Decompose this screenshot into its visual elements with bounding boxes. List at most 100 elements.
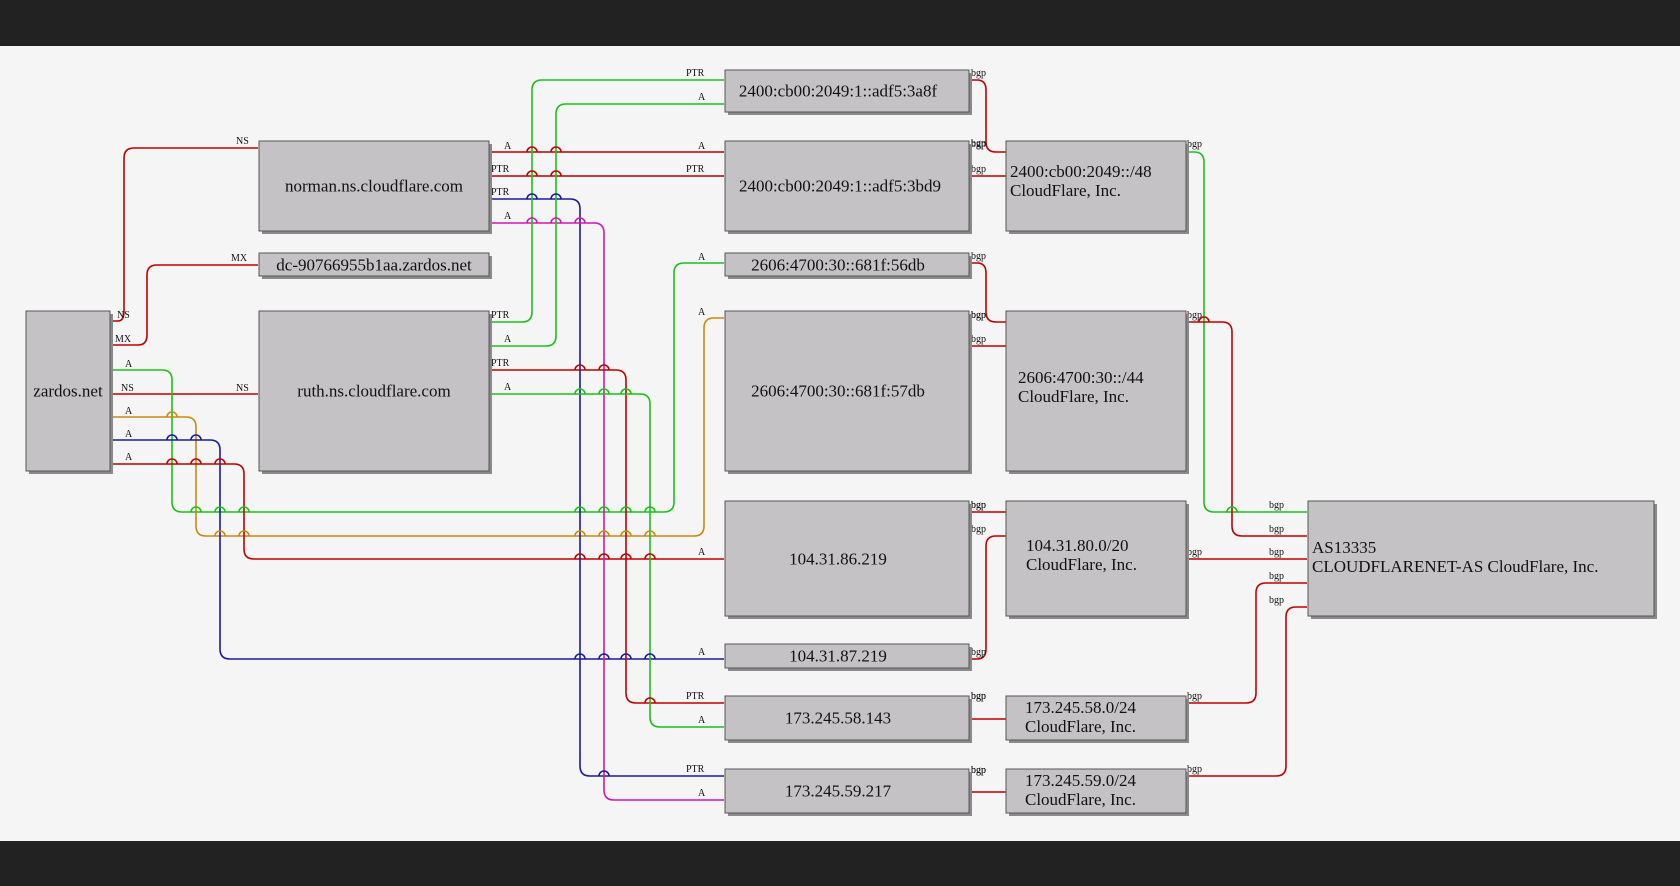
svg-text:A: A bbox=[125, 452, 133, 463]
node-net-2400[interactable]: 2400:cb00:2049::/48 CloudFlare, Inc. bbox=[1005, 140, 1189, 234]
edge-zardos-56db-a: A A bbox=[112, 252, 724, 513]
svg-text:CloudFlare, Inc.: CloudFlare, Inc. bbox=[1010, 181, 1121, 200]
svg-text:bgp: bgp bbox=[971, 500, 986, 511]
edge-ruth-58-ptr: PTR PTR bbox=[490, 358, 724, 704]
edge-56db-net2606-bgp: bgp bgp bbox=[970, 251, 1006, 323]
svg-text:bgp: bgp bbox=[971, 310, 986, 321]
node-net-104[interactable]: 104.31.80.0/20 CloudFlare, Inc. bbox=[1005, 500, 1189, 619]
svg-text:104.31.86.219: 104.31.86.219 bbox=[789, 550, 887, 569]
svg-text:dc-90766955b1aa.zardos.net: dc-90766955b1aa.zardos.net bbox=[276, 256, 472, 275]
edge-net58-as-bgp: bgp bgp bbox=[1186, 571, 1307, 704]
node-ip6-57db[interactable]: 2606:4700:30::681f:57db bbox=[724, 310, 972, 474]
svg-text:2400:cb00:2049:1::adf5:3a8f: 2400:cb00:2049:1::adf5:3a8f bbox=[739, 82, 938, 101]
svg-text:bgp: bgp bbox=[971, 310, 986, 321]
svg-text:bgp: bgp bbox=[971, 139, 986, 150]
svg-text:ruth.ns.cloudflare.com: ruth.ns.cloudflare.com bbox=[297, 382, 450, 401]
node-dc-zardos[interactable]: dc-90766955b1aa.zardos.net bbox=[258, 252, 492, 279]
node-ip6-3a8f[interactable]: 2400:cb00:2049:1::adf5:3a8f bbox=[724, 69, 972, 115]
svg-text:A: A bbox=[698, 307, 706, 318]
svg-text:A: A bbox=[698, 141, 706, 152]
svg-text:A: A bbox=[125, 406, 133, 417]
svg-text:CloudFlare, Inc.: CloudFlare, Inc. bbox=[1025, 790, 1136, 809]
svg-text:NS: NS bbox=[236, 383, 249, 394]
svg-text:PTR: PTR bbox=[686, 691, 705, 702]
svg-text:173.245.59.217: 173.245.59.217 bbox=[785, 782, 892, 801]
top-frame-bar bbox=[0, 0, 1680, 46]
svg-text:bgp: bgp bbox=[971, 68, 986, 79]
edge-norman-59-ptr: PTR PTR bbox=[490, 187, 724, 777]
node-ruth-ns[interactable]: ruth.ns.cloudflare.com bbox=[258, 310, 492, 474]
svg-text:A: A bbox=[698, 547, 706, 558]
svg-text:173.245.59.0/24: 173.245.59.0/24 bbox=[1025, 771, 1136, 790]
svg-text:A: A bbox=[698, 647, 706, 658]
svg-text:104.31.87.219: 104.31.87.219 bbox=[789, 647, 887, 666]
edge-3bd9-net2400-bgp: bgp bgp bbox=[970, 138, 1006, 177]
svg-text:MX: MX bbox=[231, 253, 248, 264]
edge-zardos-dc-mx: MX MX bbox=[112, 253, 258, 346]
svg-text:bgp: bgp bbox=[971, 647, 986, 658]
node-ip4-58[interactable]: 173.245.58.143 bbox=[724, 695, 972, 743]
svg-text:A: A bbox=[698, 788, 706, 799]
svg-text:173.245.58.0/24: 173.245.58.0/24 bbox=[1025, 698, 1136, 717]
svg-text:bgp: bgp bbox=[1187, 691, 1202, 702]
svg-text:MX: MX bbox=[115, 334, 132, 345]
svg-text:A: A bbox=[125, 429, 133, 440]
svg-text:bgp: bgp bbox=[1269, 571, 1284, 582]
node-zardos-net[interactable]: zardos.net bbox=[25, 310, 113, 474]
svg-text:CloudFlare, Inc.: CloudFlare, Inc. bbox=[1026, 555, 1137, 574]
svg-text:PTR: PTR bbox=[491, 164, 510, 175]
svg-text:PTR: PTR bbox=[686, 764, 705, 775]
svg-text:PTR: PTR bbox=[686, 68, 705, 79]
edge-zardos-ruth-ns: NS NS bbox=[112, 383, 258, 395]
svg-text:bgp: bgp bbox=[971, 691, 986, 702]
node-ip4-87[interactable]: 104.31.87.219 bbox=[724, 643, 972, 671]
svg-text:NS: NS bbox=[236, 136, 249, 147]
node-net-58[interactable]: 173.245.58.0/24 CloudFlare, Inc. bbox=[1005, 695, 1189, 743]
svg-text:CLOUDFLARENET-AS CloudFlare, I: CLOUDFLARENET-AS CloudFlare, Inc. bbox=[1312, 557, 1598, 576]
svg-text:104.31.80.0/20: 104.31.80.0/20 bbox=[1026, 536, 1128, 555]
svg-text:A: A bbox=[504, 141, 512, 152]
edge-norman-3bd9-ptr: PTR PTR bbox=[490, 164, 724, 177]
node-ip4-86[interactable]: 104.31.86.219 bbox=[724, 500, 972, 619]
svg-text:A: A bbox=[698, 715, 706, 726]
svg-text:A: A bbox=[504, 334, 512, 345]
diagram-canvas: NS NS MX MX NS NS A A A A bbox=[0, 46, 1680, 841]
node-ip4-59[interactable]: 173.245.59.217 bbox=[724, 768, 972, 816]
svg-text:bgp: bgp bbox=[1269, 500, 1284, 511]
node-net-59[interactable]: 173.245.59.0/24 CloudFlare, Inc. bbox=[1005, 768, 1189, 816]
svg-text:PTR: PTR bbox=[491, 358, 510, 369]
svg-text:2400:cb00:2049:1::adf5:3bd9: 2400:cb00:2049:1::adf5:3bd9 bbox=[739, 177, 941, 196]
svg-text:bgp: bgp bbox=[971, 765, 986, 776]
node-norman-ns[interactable]: norman.ns.cloudflare.com bbox=[258, 140, 492, 234]
node-as13335[interactable]: AS13335 CLOUDFLARENET-AS CloudFlare, Inc… bbox=[1307, 500, 1657, 619]
svg-text:bgp: bgp bbox=[1269, 595, 1284, 606]
svg-text:bgp: bgp bbox=[971, 334, 986, 345]
svg-text:bgp: bgp bbox=[971, 691, 986, 702]
svg-text:A: A bbox=[504, 211, 512, 222]
svg-text:bgp: bgp bbox=[971, 500, 986, 511]
svg-text:bgp: bgp bbox=[1187, 310, 1202, 321]
svg-text:AS13335: AS13335 bbox=[1312, 538, 1376, 557]
svg-text:norman.ns.cloudflare.com: norman.ns.cloudflare.com bbox=[285, 177, 463, 196]
edge-86-net104-bgp: bgp bgp bbox=[970, 500, 1006, 513]
svg-text:bgp: bgp bbox=[971, 138, 986, 149]
svg-text:CloudFlare, Inc.: CloudFlare, Inc. bbox=[1018, 387, 1129, 406]
svg-text:bgp: bgp bbox=[971, 524, 986, 535]
svg-text:zardos.net: zardos.net bbox=[33, 382, 103, 401]
svg-text:A: A bbox=[698, 92, 706, 103]
edge-zardos-87-a: A A bbox=[112, 429, 724, 660]
node-ip6-3bd9[interactable]: 2400:cb00:2049:1::adf5:3bd9 bbox=[724, 140, 972, 234]
svg-text:173.245.58.143: 173.245.58.143 bbox=[785, 709, 891, 728]
edge-57db-net2606-bgp: bgp bgp bbox=[970, 310, 1006, 347]
edge-norman-59-a: A A bbox=[490, 211, 724, 801]
svg-text:bgp: bgp bbox=[971, 164, 986, 175]
svg-text:bgp: bgp bbox=[1187, 764, 1202, 775]
node-ip6-56db[interactable]: 2606:4700:30::681f:56db bbox=[724, 252, 972, 279]
svg-text:bgp: bgp bbox=[1269, 547, 1284, 558]
dns-graph: NS NS MX MX NS NS A A A A bbox=[25, 68, 1657, 816]
svg-text:NS: NS bbox=[121, 383, 134, 394]
svg-text:A: A bbox=[698, 252, 706, 263]
node-net-2606[interactable]: 2606:4700:30::/44 CloudFlare, Inc. bbox=[1005, 310, 1189, 474]
edge-zardos-norman-ns: NS NS bbox=[112, 136, 258, 322]
edge-ruth-58-a: A A bbox=[490, 382, 724, 728]
